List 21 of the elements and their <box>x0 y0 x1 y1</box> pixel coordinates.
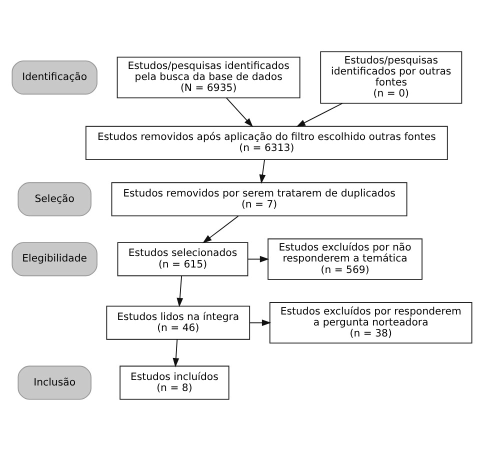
node-box: Estudos selecionados (n = 615) <box>117 242 248 276</box>
node-box: Estudos/pesquisas identificados pela busca da base de dados (N = 6935) <box>116 56 300 98</box>
node-box: Inclusão <box>18 365 92 400</box>
arrow <box>202 215 239 243</box>
node-box: Estudos excluídos por responderem a pergunta norteadora (n = 38) <box>269 302 472 344</box>
node-box: Elegibilidade <box>12 242 98 276</box>
arrow <box>226 96 254 127</box>
arrow <box>296 102 343 126</box>
node-box: Estudos incluídos (n = 8) <box>120 365 230 400</box>
node-box: Estudos removidos por serem tratarem de duplicados (n = 7) <box>111 182 408 216</box>
arrow <box>176 275 184 307</box>
arrow <box>172 338 180 367</box>
node-box: Estudos excluídos por não responderem a temática (n = 569) <box>268 238 422 280</box>
node-box: Identificação <box>12 60 98 94</box>
node-box: Estudos lidos na íntegra (n = 46) <box>106 305 250 340</box>
arrow <box>248 255 270 262</box>
arrow <box>259 158 266 184</box>
arrow <box>249 319 272 326</box>
node-box: Estudos removidos após aplicação do filtro escolhido outras fontes (n = 6313) <box>85 125 448 160</box>
node-box: Estudos/pesquisas identificados por outras fontes (n = 0) <box>320 50 462 104</box>
node-box: Seleção <box>18 182 92 216</box>
